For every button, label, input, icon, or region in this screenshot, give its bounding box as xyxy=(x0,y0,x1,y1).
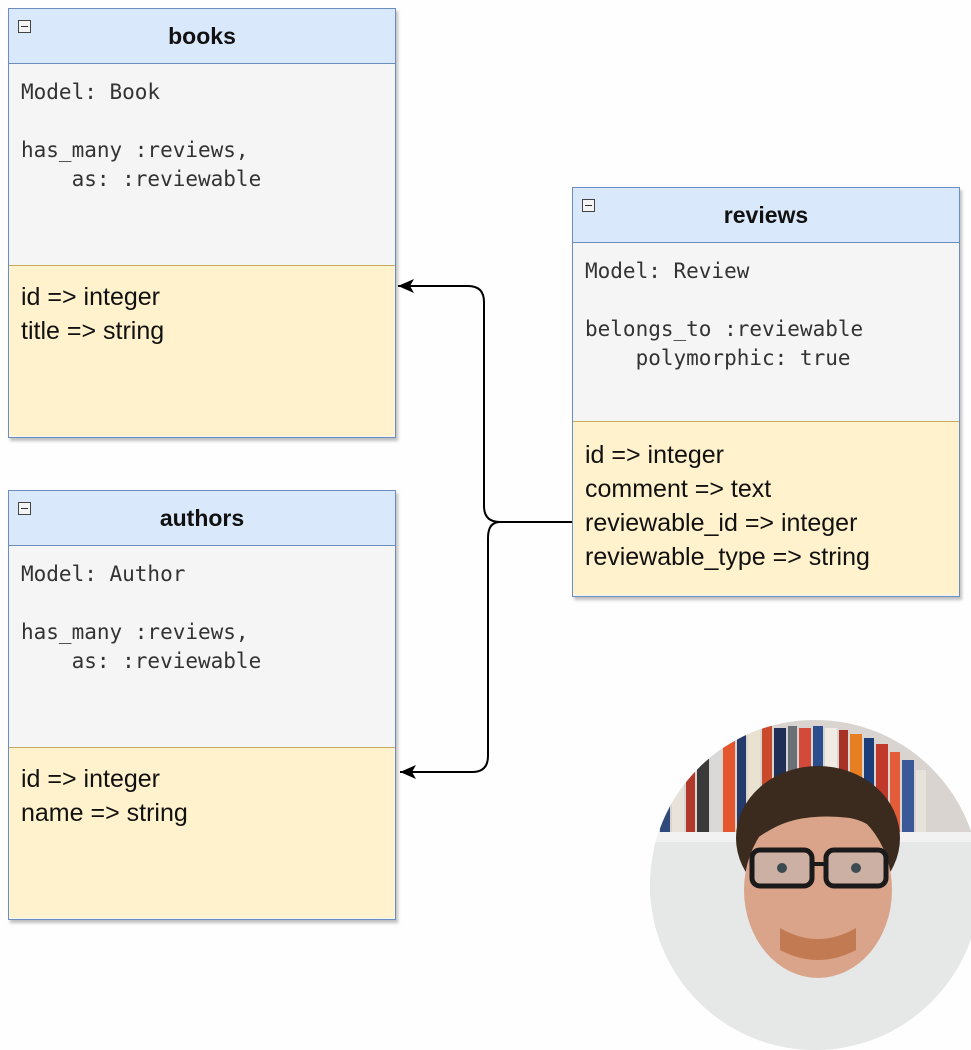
books-assoc-line-1: has_many :reviews, xyxy=(21,138,249,162)
authors-field-name: name => string xyxy=(21,799,188,827)
collapse-icon[interactable] xyxy=(18,20,31,33)
reviews-model-section: Model: Review belongs_to :reviewable poly… xyxy=(573,243,959,422)
authors-assoc-line-2: as: :reviewable xyxy=(21,649,262,673)
books-assoc-line-2: as: :reviewable xyxy=(21,167,262,191)
presenter-webcam xyxy=(650,720,971,1050)
connector-reviews-to-books[interactable] xyxy=(398,285,572,523)
arrowhead-authors xyxy=(400,765,416,779)
authors-model-line: Model: Author xyxy=(21,562,186,586)
collapse-icon[interactable] xyxy=(582,199,595,212)
books-fields-section: id => integer title => string xyxy=(9,266,395,436)
authors-fields-section: id => integer name => string xyxy=(9,748,395,918)
reviews-assoc-line-2: polymorphic: true xyxy=(585,346,851,370)
authors-assoc-line-1: has_many :reviews, xyxy=(21,620,249,644)
reviews-field-reviewable-type: reviewable_type => string xyxy=(585,543,870,571)
authors-model-section: Model: Author has_many :reviews, as: :rev… xyxy=(9,546,395,748)
books-model-line: Model: Book xyxy=(21,80,161,104)
collapse-icon[interactable] xyxy=(18,502,31,515)
authors-field-id: id => integer xyxy=(21,765,160,793)
books-field-id: id => integer xyxy=(21,283,160,311)
presenter-photo xyxy=(650,720,971,1050)
arrowhead-books xyxy=(398,279,414,293)
reviews-field-reviewable-id: reviewable_id => integer xyxy=(585,509,858,537)
books-table-title: books xyxy=(168,22,236,49)
connector-reviews-to-authors[interactable] xyxy=(400,521,572,773)
books-table-header: books xyxy=(9,9,395,64)
books-model-section: Model: Book has_many :reviews, as: :revie… xyxy=(9,64,395,266)
reviews-field-id: id => integer xyxy=(585,441,724,469)
authors-table[interactable]: authors Model: Author has_many :reviews, … xyxy=(8,490,396,920)
reviews-fields-section: id => integer comment => text reviewable… xyxy=(573,422,959,595)
relationship-connectors xyxy=(398,279,572,779)
reviews-field-comment: comment => text xyxy=(585,475,772,503)
authors-table-header: authors xyxy=(9,491,395,546)
reviews-table-header: reviews xyxy=(573,188,959,243)
books-field-title: title => string xyxy=(21,317,165,345)
reviews-table-title: reviews xyxy=(723,201,809,228)
reviews-table[interactable]: reviews Model: Review belongs_to :reviewa… xyxy=(572,187,960,597)
reviews-model-line: Model: Review xyxy=(585,259,750,283)
reviews-assoc-line-1: belongs_to :reviewable xyxy=(585,317,864,341)
authors-table-title: authors xyxy=(159,504,245,531)
books-table[interactable]: books Model: Book has_many :reviews, as: … xyxy=(8,8,396,438)
